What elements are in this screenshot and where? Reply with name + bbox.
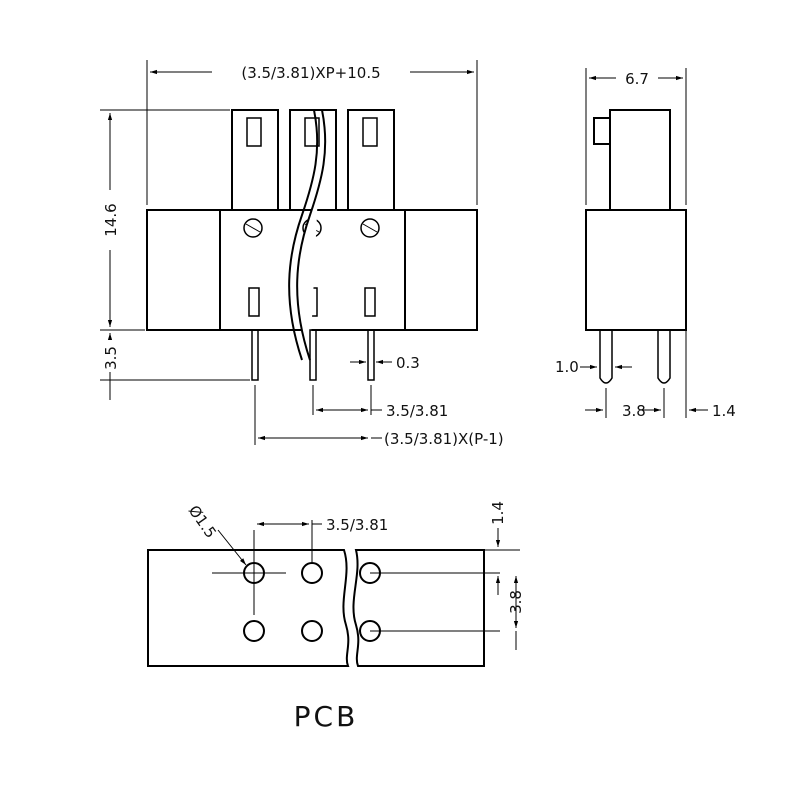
hole-diameter-label: Ø1.5	[185, 502, 220, 542]
side-view: 6.7 1.0 3.8 1.4	[555, 68, 736, 420]
pin-length-label: 3.5	[102, 346, 120, 370]
pcb-board-left	[147, 549, 350, 667]
top-pin-heads	[231, 109, 395, 211]
pcb-board-right	[352, 549, 485, 667]
height-label: 14.6	[102, 203, 120, 236]
pin-span-label: (3.5/3.81)X(P-1)	[384, 430, 504, 448]
pcb-edge-offset-label: 1.4	[489, 501, 507, 525]
pitch-label: 3.5/3.81	[386, 402, 448, 420]
offset-label: 1.4	[712, 402, 736, 420]
overall-width-label: (3.5/3.81)XP+10.5	[241, 64, 380, 82]
pcb-row-spacing-label: 3.8	[507, 590, 525, 614]
pcb-title: PCB	[294, 700, 359, 733]
bottom-pins	[251, 329, 375, 381]
pcb-pitch-label: 3.5/3.81	[326, 516, 388, 534]
break-line	[296, 109, 327, 361]
pcb-holes	[243, 562, 381, 642]
front-view: (3.5/3.81)XP+10.5 14.6 3.5 0.3 3.5/3.81 …	[100, 60, 504, 448]
pin-thickness-label: 0.3	[396, 354, 420, 372]
pcb-view: Ø1.5 3.5/3.81 1.4 3.8 PCB	[147, 501, 525, 733]
pin-diameter-label: 1.0	[555, 358, 579, 376]
depth-label: 6.7	[625, 70, 649, 88]
row-spacing-label: 3.8	[622, 402, 646, 420]
